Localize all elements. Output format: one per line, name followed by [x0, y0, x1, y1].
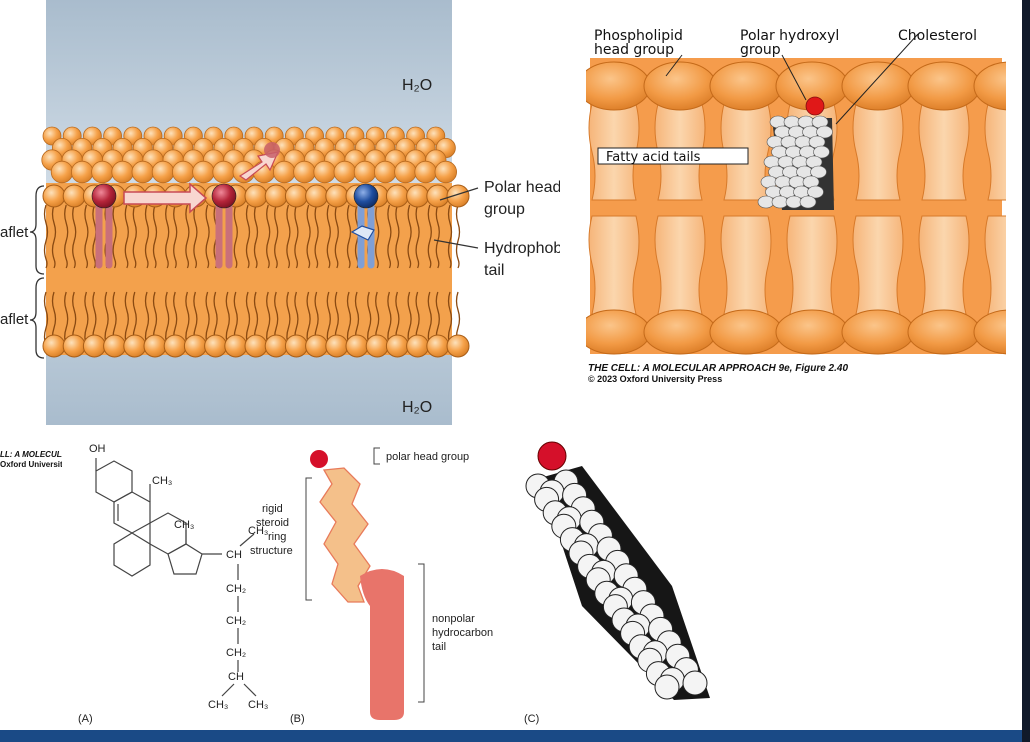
cholesterol-credit-title: THE CELL: A MOLECULAR APPROACH 9e, Figur…	[588, 363, 849, 374]
hydroxyl-label-1: Polar hydroxyl	[740, 28, 839, 44]
hydrocarbon-tail-shape	[360, 569, 404, 720]
polar-head-label-2: group	[484, 201, 525, 218]
rigid-text-2: steroid	[256, 517, 289, 529]
oh-label: OH	[89, 443, 106, 455]
panel-a-label: (A)	[78, 713, 93, 725]
ch-label-2: CH	[228, 671, 244, 683]
cholesterol-label: Cholesterol	[898, 28, 977, 44]
upper-leaflet-label: aflet	[0, 224, 29, 241]
ch2-label-1: CH₂	[226, 583, 246, 595]
phospholipid-label-2: head group	[594, 42, 674, 58]
polar-head-dot	[310, 450, 328, 468]
upper-leaflet-bracket	[29, 185, 45, 275]
panel-c-label: (C)	[524, 713, 539, 725]
ch3-label-a: CH₃	[152, 475, 172, 487]
nonpolar-text-2: hydrocarbon	[432, 627, 493, 639]
cholesterol-membrane-diagram: Phospholipid head group Polar hydroxyl g…	[586, 28, 1006, 355]
nonpolar-text-3: tail	[432, 641, 446, 653]
ch2-label-2: CH₂	[226, 615, 246, 627]
ch3-label-e: CH₃	[248, 699, 268, 711]
lower-leaflet-bracket	[29, 277, 45, 359]
fatty-acid-label: Fatty acid tails	[606, 150, 701, 165]
water-top-label: H₂O	[402, 77, 432, 94]
water-bottom-label: H₂O	[402, 399, 432, 416]
lower-leaflet-label: aflet	[0, 311, 29, 328]
membrane-panel: aflet aflet H₂O H₂O Polar head group Hyd…	[0, 0, 560, 440]
ch3-label-d: CH₃	[208, 699, 228, 711]
steroid-ring-shape	[319, 467, 371, 603]
ch-label-1: CH	[226, 549, 242, 561]
nonpolar-text-1: nonpolar	[432, 613, 475, 625]
hydrophobic-tail-label-1: Hydrophobic	[484, 240, 560, 257]
polar-head-label-1: Polar head	[484, 179, 560, 196]
hydroxyl-label-2: group	[740, 42, 781, 58]
bilayer-diagram: aflet aflet H₂O H₂O Polar head group Hyd…	[0, 0, 560, 425]
ch3-label-c: CH₃	[248, 525, 268, 537]
rigid-text-1: rigid	[262, 503, 283, 515]
rigid-text-4: structure	[250, 545, 293, 557]
slide-right-edge	[1022, 0, 1030, 742]
hydrophobic-tail-label-2: tail	[484, 262, 504, 279]
polar-head-text: polar head group	[386, 451, 469, 463]
cholesterol-structure-panel: OH CH₃ CH₃ CH₃ CH CH₂ CH₂ CH₂ CH CH₃ CH₃…	[62, 426, 752, 730]
rigid-text-3: ring	[268, 531, 286, 543]
skeletal-formula	[95, 458, 257, 697]
ch2-label-3: CH₂	[226, 647, 246, 659]
space-filling-model	[525, 441, 710, 700]
phospholipid-label-1: Phospholipid	[594, 28, 683, 44]
cholesterol-membrane-panel: Phospholipid head group Polar hydroxyl g…	[586, 0, 1006, 390]
slide-bottom-bar	[0, 730, 1030, 742]
cholesterol-credit-copyright: © 2023 Oxford University Press	[588, 374, 723, 384]
slide-credit-fragment-1: LL: A MOLECULAR AP	[0, 450, 87, 459]
slide-credit-fragment-2: Oxford University Pr	[0, 460, 78, 469]
panel-b-label: (B)	[290, 713, 305, 725]
ch3-label-b: CH₃	[174, 519, 194, 531]
structure-diagram: OH CH₃ CH₃ CH₃ CH CH₂ CH₂ CH₂ CH CH₃ CH₃…	[78, 441, 710, 725]
